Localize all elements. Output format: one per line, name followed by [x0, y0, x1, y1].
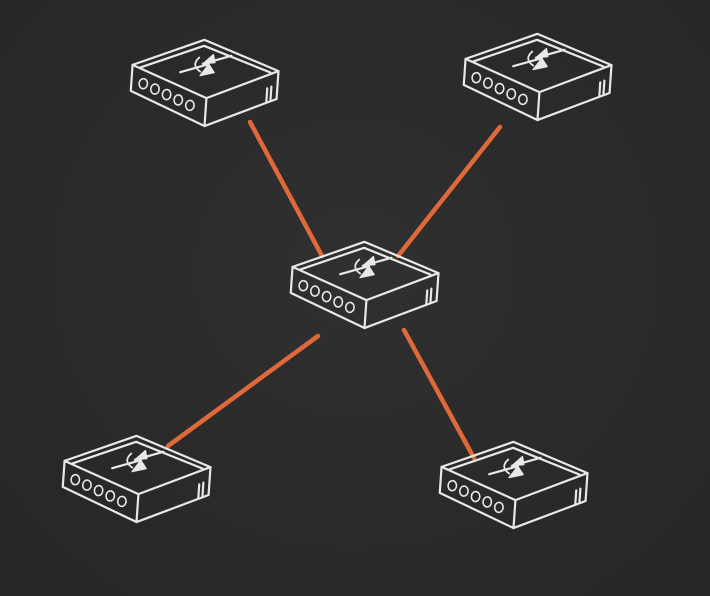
switch-top-right-icon [462, 32, 613, 122]
port-icon [70, 473, 81, 486]
arrow-shaft-lower [512, 57, 543, 68]
exchange-arrows-icon [179, 53, 233, 77]
switch-top-left-icon [129, 38, 280, 128]
switch-vent [425, 287, 433, 306]
port-icon [116, 495, 127, 508]
switch-side-face [203, 69, 280, 128]
switch-bevel [299, 246, 432, 276]
arrow-head-lower [199, 63, 215, 77]
switch-bevel [448, 446, 581, 476]
arrow-head-lower [131, 459, 147, 473]
port-icon [184, 99, 195, 112]
arrow-curve [126, 452, 134, 469]
arrow-curve [527, 50, 535, 67]
port-icon [298, 279, 309, 292]
switch-front-face [61, 459, 140, 524]
port-icon [344, 301, 355, 314]
cable-line [395, 124, 503, 259]
links-layer [165, 119, 503, 461]
arrow-head-upper [362, 255, 376, 267]
exchange-arrows-icon [339, 255, 393, 279]
port-icon [506, 88, 517, 100]
cable-line [165, 333, 321, 449]
port-icon [173, 94, 184, 106]
arrow-head-lower [532, 57, 548, 71]
switch-bevel [71, 440, 204, 470]
switch-side-face [135, 465, 212, 524]
exchange-arrows-icon [488, 455, 542, 479]
switch-side-face [363, 271, 440, 330]
switch-vent [197, 481, 205, 500]
port-icon [93, 484, 104, 497]
switch-vent [598, 79, 606, 98]
link-top-left [247, 119, 325, 259]
cable-line [401, 327, 477, 461]
switch-front-face [462, 57, 541, 122]
port-icon [161, 88, 172, 101]
arrow-head-upper [134, 449, 148, 461]
switch-side-face [512, 471, 589, 530]
switch-front-face [289, 265, 368, 330]
arrow-head-upper [511, 455, 525, 467]
switch-ports [70, 473, 127, 508]
port-icon [321, 290, 332, 303]
arrow-curve [503, 458, 511, 475]
port-icon [493, 501, 504, 514]
switch-bevel [472, 38, 605, 68]
port-icon [494, 82, 505, 95]
nodes-layer [61, 32, 613, 530]
arrow-shaft-lower [339, 265, 370, 276]
port-icon [309, 285, 320, 297]
switch-ports [471, 71, 528, 106]
arrow-curve [354, 258, 362, 275]
arrow-head-lower [359, 265, 375, 279]
arrow-head-upper [535, 47, 549, 59]
link-top-right [395, 124, 503, 259]
arrow-shaft-lower [111, 459, 142, 470]
port-icon [138, 77, 149, 90]
port-icon [471, 71, 482, 84]
switch-ports [138, 77, 195, 112]
arrow-shaft-lower [488, 465, 519, 476]
arrow-shaft-lower [179, 63, 210, 74]
switch-front-face [438, 465, 517, 530]
arrow-head-upper [202, 53, 216, 65]
port-icon [458, 485, 469, 497]
switch-center-icon [289, 240, 440, 330]
switch-vent [265, 85, 273, 104]
port-icon [482, 496, 493, 508]
port-icon [470, 490, 481, 503]
port-icon [447, 479, 458, 492]
port-icon [105, 490, 116, 502]
port-icon [81, 479, 92, 491]
port-icon [517, 93, 528, 106]
switch-bottom-left-icon [61, 434, 212, 524]
arrow-head-lower [508, 465, 524, 479]
switch-front-face [129, 63, 208, 128]
switch-vent [574, 487, 582, 506]
arrow-curve [194, 56, 202, 73]
cable-line [247, 119, 325, 259]
switch-bevel [139, 44, 272, 74]
switch-ports [298, 279, 355, 314]
port-icon [333, 296, 344, 308]
exchange-arrows-icon [512, 47, 566, 71]
switch-bottom-right-icon [438, 440, 589, 530]
link-bottom-right [401, 327, 477, 461]
switch-side-face [536, 63, 613, 122]
link-bottom-left [165, 333, 321, 449]
switch-ports [447, 479, 504, 514]
port-icon [482, 77, 493, 89]
port-icon [149, 83, 160, 95]
exchange-arrows-icon [111, 449, 165, 473]
